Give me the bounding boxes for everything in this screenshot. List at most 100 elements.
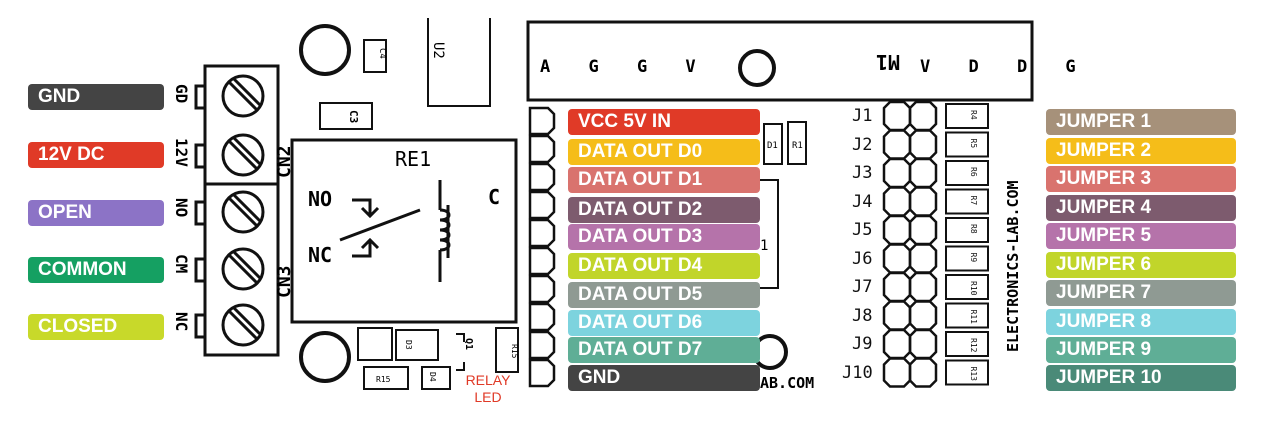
jumper-ref-5: J5 xyxy=(852,220,873,240)
mid-pill-10: GND xyxy=(568,365,760,391)
jumper-pin xyxy=(908,300,938,331)
jumper-pin xyxy=(908,100,938,132)
jumper-pin xyxy=(908,157,938,189)
q1-footprint xyxy=(456,333,465,371)
mid-pill-1: VCC 5V IN xyxy=(568,109,760,135)
right-pill-2: JUMPER 2 xyxy=(1046,138,1236,164)
left-pill-2: 12V DC xyxy=(28,142,164,168)
right-pill-8: JUMPER 8 xyxy=(1046,309,1236,335)
r15b-footprint xyxy=(495,327,519,373)
jumper-pin xyxy=(882,328,912,360)
right-pill-5: JUMPER 5 xyxy=(1046,223,1236,249)
m1-pins-left: A G G V xyxy=(540,57,710,77)
mounting-hole xyxy=(299,331,351,383)
m1-module-outline xyxy=(526,20,1034,102)
relay-ref: RE1 xyxy=(395,147,431,171)
mid-pill-2: DATA OUT D0 xyxy=(568,139,760,165)
resistor-label: R9 xyxy=(969,253,978,263)
c4-label: C4 xyxy=(377,48,387,59)
resistor-label: R13 xyxy=(969,367,978,382)
jumper-ref-6: J6 xyxy=(852,248,873,269)
jumper-ref-9: J9 xyxy=(852,334,873,354)
jumper-pin xyxy=(908,129,938,160)
left-pill-4: COMMON xyxy=(28,257,164,283)
right-pill-3: JUMPER 3 xyxy=(1046,166,1236,192)
resistor-label: R7 xyxy=(969,196,978,206)
mid-pill-7: DATA OUT D5 xyxy=(568,282,760,308)
resistor-label: R11 xyxy=(969,310,978,325)
jumper-pin xyxy=(908,243,938,274)
r15-footprint xyxy=(363,366,409,390)
terminal-block-cn3 xyxy=(194,182,280,357)
relay-nc-label: NC xyxy=(308,243,332,267)
mid-pill-5: DATA OUT D3 xyxy=(568,224,760,250)
jumper-ref-7: J7 xyxy=(852,277,873,297)
r1-footprint xyxy=(787,121,807,165)
resistor-label: R12 xyxy=(969,338,978,353)
ic-outline xyxy=(760,179,779,289)
jumper-pin xyxy=(882,271,912,303)
relay-led-label: RELAY LED xyxy=(465,372,511,405)
site-label: ELECTRONICS-LAB.COM xyxy=(1004,180,1022,352)
nc-side-label: NC xyxy=(172,312,191,331)
mounting-hole xyxy=(299,24,351,76)
r15b-label: R15 xyxy=(510,344,519,359)
resistor-footprint xyxy=(945,160,989,186)
gd-label: GD xyxy=(172,84,191,103)
12v-label: 12V xyxy=(172,138,191,167)
d1-label: D1 xyxy=(767,141,778,151)
c3-footprint xyxy=(319,102,373,130)
d3-footprint xyxy=(395,329,439,361)
jumper-pin xyxy=(908,271,938,303)
resistor-footprint xyxy=(945,359,989,386)
relay-c-label: C xyxy=(488,185,500,209)
left-pill-1: GND xyxy=(28,84,164,110)
cm-side-label: CM xyxy=(172,254,191,273)
site-partial-label: AB.COM xyxy=(760,374,814,392)
c4-footprint xyxy=(363,39,387,73)
d4-footprint xyxy=(421,366,451,390)
d1-footprint xyxy=(763,123,783,165)
u2-label: U2 xyxy=(430,42,446,59)
right-pill-7: JUMPER 7 xyxy=(1046,280,1236,306)
jumper-pin xyxy=(882,186,912,217)
d3-pad xyxy=(357,327,393,361)
resistor-footprint xyxy=(945,103,989,129)
jumper-ref-4: J4 xyxy=(852,191,873,212)
jumper-pin xyxy=(882,300,912,331)
relay-coil-symbol xyxy=(339,180,451,282)
mounting-hole xyxy=(738,49,776,87)
d3-label: D3 xyxy=(404,340,413,350)
jumper-ref-2: J2 xyxy=(852,134,873,155)
jumper-pin xyxy=(908,186,938,217)
jumper-ref-8: J8 xyxy=(852,305,873,326)
right-pill-9: JUMPER 9 xyxy=(1046,337,1236,363)
resistor-label: R5 xyxy=(969,139,978,149)
jumper-pin xyxy=(882,100,912,132)
cn2-label: CN2 xyxy=(274,145,295,178)
jumper-ref-1: J1 xyxy=(852,106,873,126)
jumper-ref-3: J3 xyxy=(852,163,873,183)
u2-footprint xyxy=(427,18,491,107)
terminal-block-cn2 xyxy=(194,64,280,186)
q1-label: Q1 xyxy=(463,338,474,350)
jumper-header xyxy=(882,100,938,388)
mid-pill-4: DATA OUT D2 xyxy=(568,197,760,223)
d4-label: D4 xyxy=(428,372,437,382)
resistor-label: R8 xyxy=(969,224,978,234)
resistor-footprint xyxy=(945,274,989,300)
resistor-footprint xyxy=(945,217,989,243)
right-pill-10: JUMPER 10 xyxy=(1046,365,1236,391)
relay-no-label: NO xyxy=(308,187,332,211)
jumper-pin xyxy=(908,357,938,388)
mid-pill-6: DATA OUT D4 xyxy=(568,253,760,279)
left-pill-5: CLOSED xyxy=(28,314,164,340)
resistor-footprint xyxy=(945,302,989,329)
r15-label: R15 xyxy=(376,375,391,384)
jumper-pin xyxy=(882,214,912,246)
jumper-pin xyxy=(908,328,938,360)
right-pill-6: JUMPER 6 xyxy=(1046,252,1236,278)
c3-label: C3 xyxy=(347,110,360,123)
mid-pill-3: DATA OUT D1 xyxy=(568,167,760,193)
